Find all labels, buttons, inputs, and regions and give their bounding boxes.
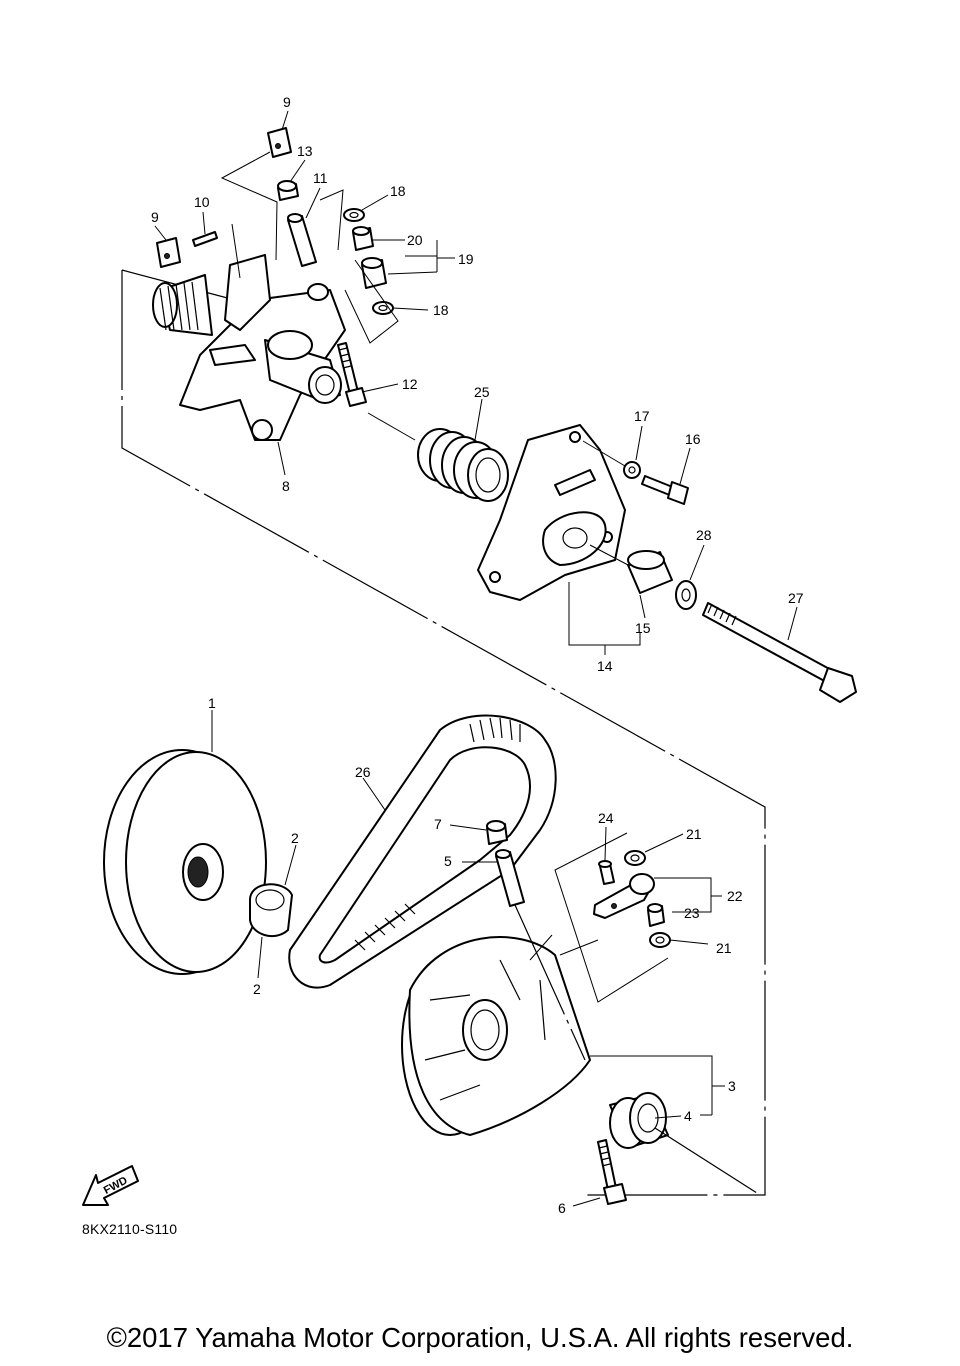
callout-label: 27 xyxy=(788,590,804,606)
callout-label: 2 xyxy=(253,981,261,997)
callout-label: 14 xyxy=(597,658,613,674)
part-block-9-left xyxy=(156,237,181,268)
callout-label: 11 xyxy=(313,170,328,186)
fwd-arrow-icon: FWD xyxy=(82,1165,139,1206)
callout-label: 9 xyxy=(151,209,159,225)
part-bushing-15 xyxy=(627,550,673,594)
part-movable-sheave-3 xyxy=(401,936,591,1136)
drawing-code: 8KX2110-S110 xyxy=(82,1221,178,1237)
callout-label: 16 xyxy=(685,431,701,447)
callout-label: 21 xyxy=(686,826,702,842)
part-washer-18-bottom xyxy=(372,301,394,315)
part-sheave-1 xyxy=(103,749,267,975)
callout-label: 8 xyxy=(282,478,290,494)
part-bolt-12 xyxy=(337,342,367,407)
callout-label: 26 xyxy=(355,764,371,780)
callout-label: 6 xyxy=(558,1200,566,1216)
callout-label: 15 xyxy=(635,620,651,636)
callout-label: 9 xyxy=(283,94,291,110)
fwd-label: FWD xyxy=(102,1174,130,1196)
copyright-notice: ©2017 Yamaha Motor Corporation, U.S.A. A… xyxy=(106,1322,854,1353)
part-pin-10 xyxy=(192,231,218,247)
callout-label: 3 xyxy=(728,1078,736,1094)
callout-label: 21 xyxy=(716,940,732,956)
part-collar-2 xyxy=(249,883,293,938)
part-washer-28 xyxy=(675,580,697,610)
part-spider-hub xyxy=(152,254,346,441)
callout-label: 17 xyxy=(634,408,650,424)
part-washer-21-bottom xyxy=(649,932,671,948)
part-bushing-23 xyxy=(647,903,665,927)
part-block-9-top xyxy=(267,127,292,158)
callout-label: 25 xyxy=(474,384,490,400)
callout-label: 28 xyxy=(696,527,712,543)
part-roller-19 xyxy=(361,257,387,289)
callout-label: 7 xyxy=(434,816,442,832)
part-bearing-4 xyxy=(609,1092,669,1149)
leader-lines xyxy=(154,110,798,1207)
callout-label: 12 xyxy=(402,376,418,392)
callout-label: 19 xyxy=(458,251,474,267)
callout-label: 5 xyxy=(444,853,452,869)
part-bolt-16 xyxy=(641,475,689,505)
callout-label: 10 xyxy=(194,194,210,210)
part-weight-arm-22 xyxy=(593,873,655,919)
part-cover-14 xyxy=(477,424,626,601)
part-bolt-6 xyxy=(597,1139,627,1205)
part-pin-5 xyxy=(495,849,525,907)
part-spring-25 xyxy=(417,428,509,502)
callout-label: 22 xyxy=(727,888,743,904)
part-belt-26 xyxy=(288,714,557,989)
part-collar-7 xyxy=(486,820,508,845)
part-bushing-20-a xyxy=(352,226,374,251)
callout-label: 2 xyxy=(291,830,299,846)
part-screw-24 xyxy=(598,860,615,885)
part-pin-11 xyxy=(287,213,317,267)
callout-numbers: 1 2 2 3 4 5 6 7 8 9 9 10 11 12 13 14 15 … xyxy=(151,94,804,1216)
callout-label: 18 xyxy=(390,183,406,199)
part-washer-17 xyxy=(623,461,641,479)
callout-label: 20 xyxy=(407,232,423,248)
part-long-bolt-27 xyxy=(702,602,857,703)
callout-label: 18 xyxy=(433,302,449,318)
part-nut-13 xyxy=(277,180,299,201)
assembly-frame-lower xyxy=(514,904,761,1196)
callout-label: 1 xyxy=(208,695,216,711)
callout-label: 13 xyxy=(297,143,313,159)
callout-label: 23 xyxy=(684,905,700,921)
part-washer-21-top xyxy=(624,850,646,866)
callout-label: 4 xyxy=(684,1108,692,1124)
callout-label: 24 xyxy=(598,810,614,826)
part-washer-18-top xyxy=(343,208,365,222)
